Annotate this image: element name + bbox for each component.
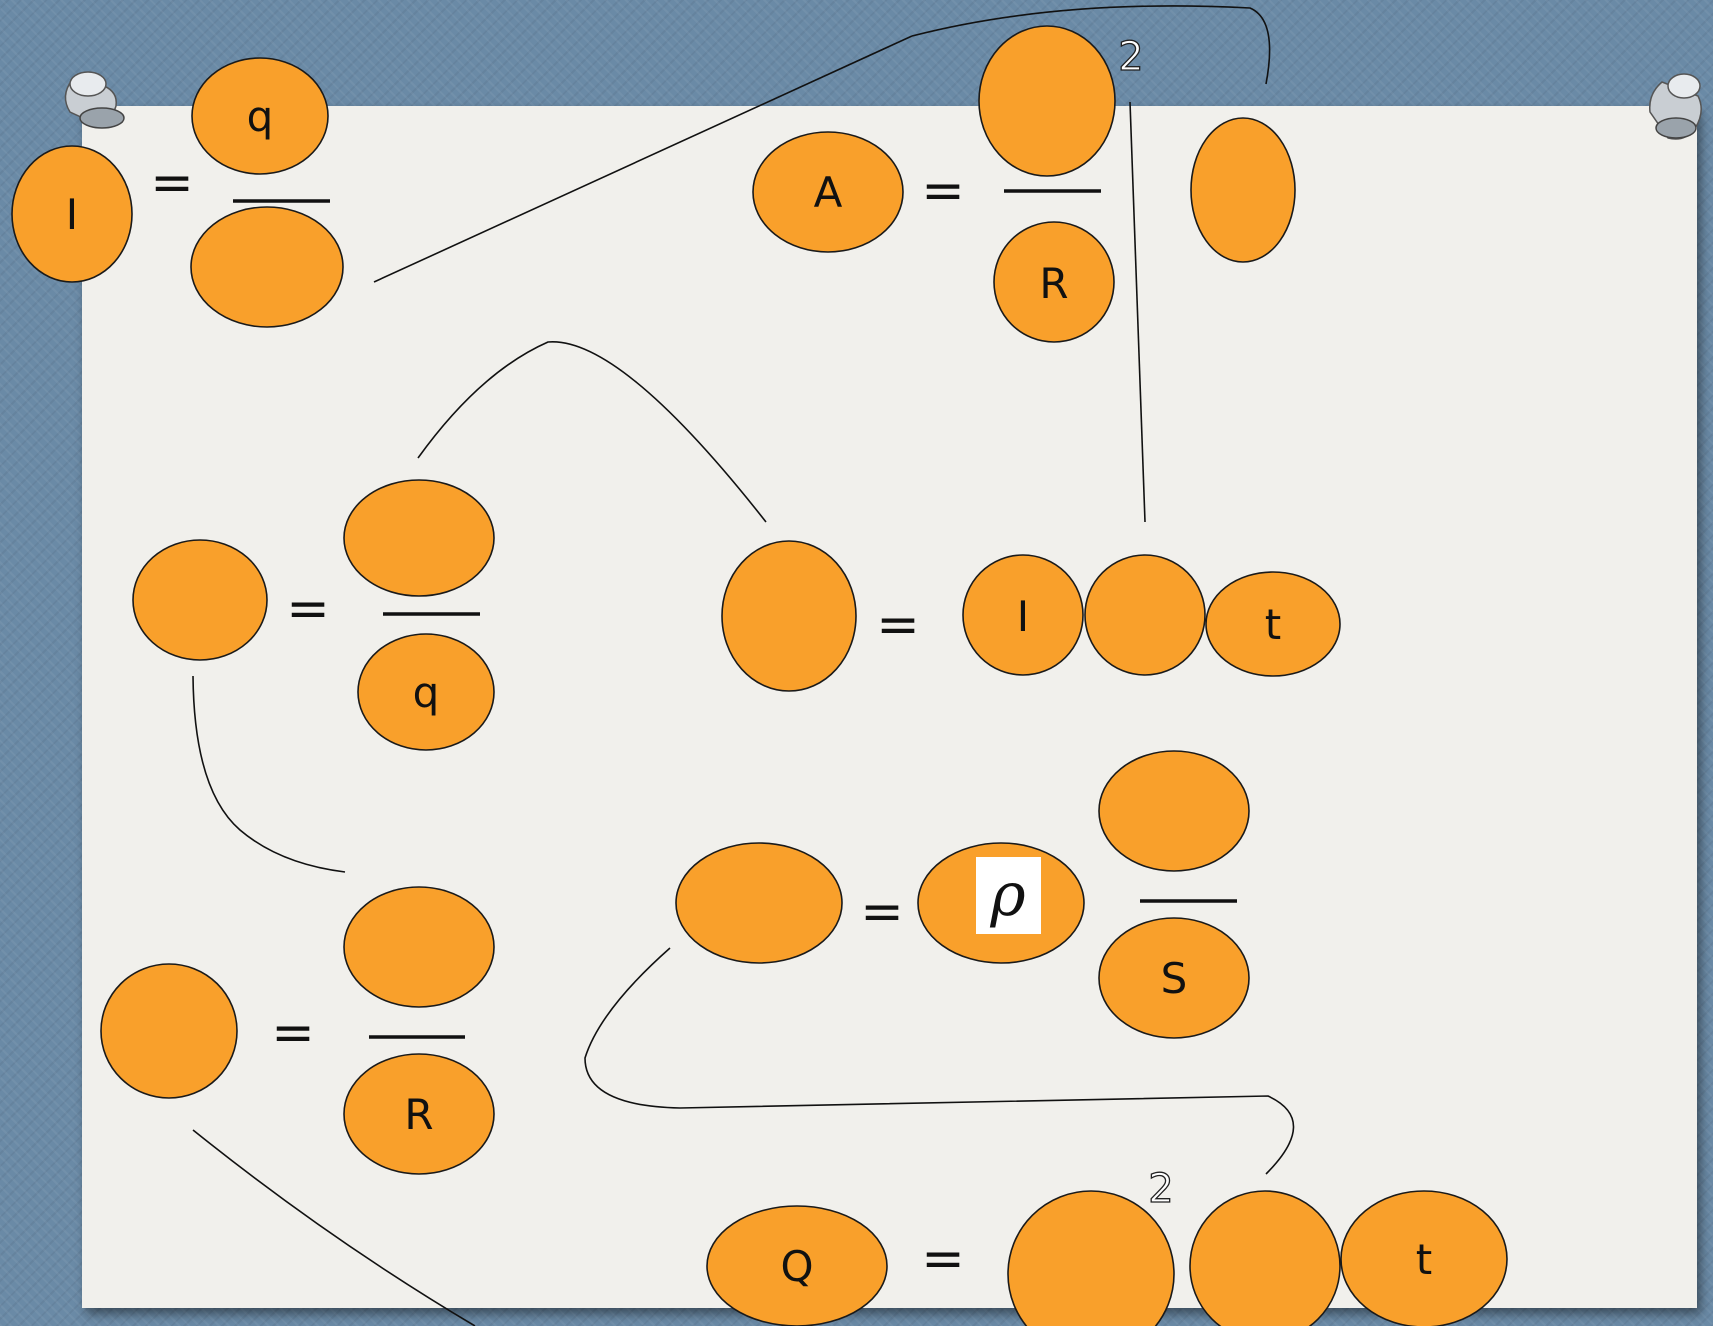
- node-label: I: [1017, 592, 1029, 641]
- equals-sign: =: [921, 161, 965, 221]
- numerator-node: [344, 887, 494, 1007]
- pushpin-icon: [65, 72, 124, 128]
- denominator-node: [191, 207, 343, 327]
- connector-line: [1130, 102, 1145, 522]
- connector-line: [193, 676, 345, 872]
- equation-voltage-charge: = q: [133, 480, 494, 750]
- exponent: 2: [1148, 1166, 1173, 1212]
- node-label: R: [404, 1090, 433, 1139]
- node-label: t: [1265, 600, 1281, 649]
- variable-node: [676, 843, 842, 963]
- equation-resistivity: = ρ S: [676, 751, 1249, 1038]
- exponent: 2: [1118, 34, 1143, 80]
- node-label: R: [1039, 259, 1068, 308]
- equation-power-resistance: A = 2 R: [753, 26, 1295, 342]
- equals-sign: =: [150, 153, 194, 213]
- equals-sign: =: [271, 1003, 315, 1063]
- equation-current: I = q: [12, 58, 343, 327]
- equation-joule-heat: Q = 2 t: [707, 1166, 1507, 1326]
- equals-sign: =: [286, 579, 330, 639]
- node-label: A: [814, 168, 843, 217]
- factor-node: [1191, 118, 1295, 262]
- rho-symbol: ρ: [989, 860, 1025, 930]
- numerator-node: [979, 26, 1115, 176]
- numerator-node: [344, 480, 494, 596]
- node-label: t: [1416, 1235, 1432, 1284]
- node-label: q: [413, 668, 440, 717]
- factor-node: [1190, 1191, 1340, 1326]
- node-label: S: [1161, 954, 1188, 1003]
- variable-node: [101, 964, 237, 1098]
- equation-charge-work: = I t: [722, 541, 1340, 691]
- equals-sign: =: [860, 882, 904, 942]
- equals-sign: =: [876, 595, 920, 655]
- factor-node: [1085, 555, 1205, 675]
- variable-node: [722, 541, 856, 691]
- equation-ohm-current: = R: [101, 887, 494, 1174]
- node-label: I: [66, 190, 78, 239]
- node-label: Q: [780, 1242, 813, 1291]
- variable-node: [133, 540, 267, 660]
- equals-sign: =: [921, 1229, 965, 1289]
- numerator-node: [1099, 751, 1249, 871]
- node-label: q: [247, 92, 274, 141]
- pushpin-icon: [1650, 74, 1701, 139]
